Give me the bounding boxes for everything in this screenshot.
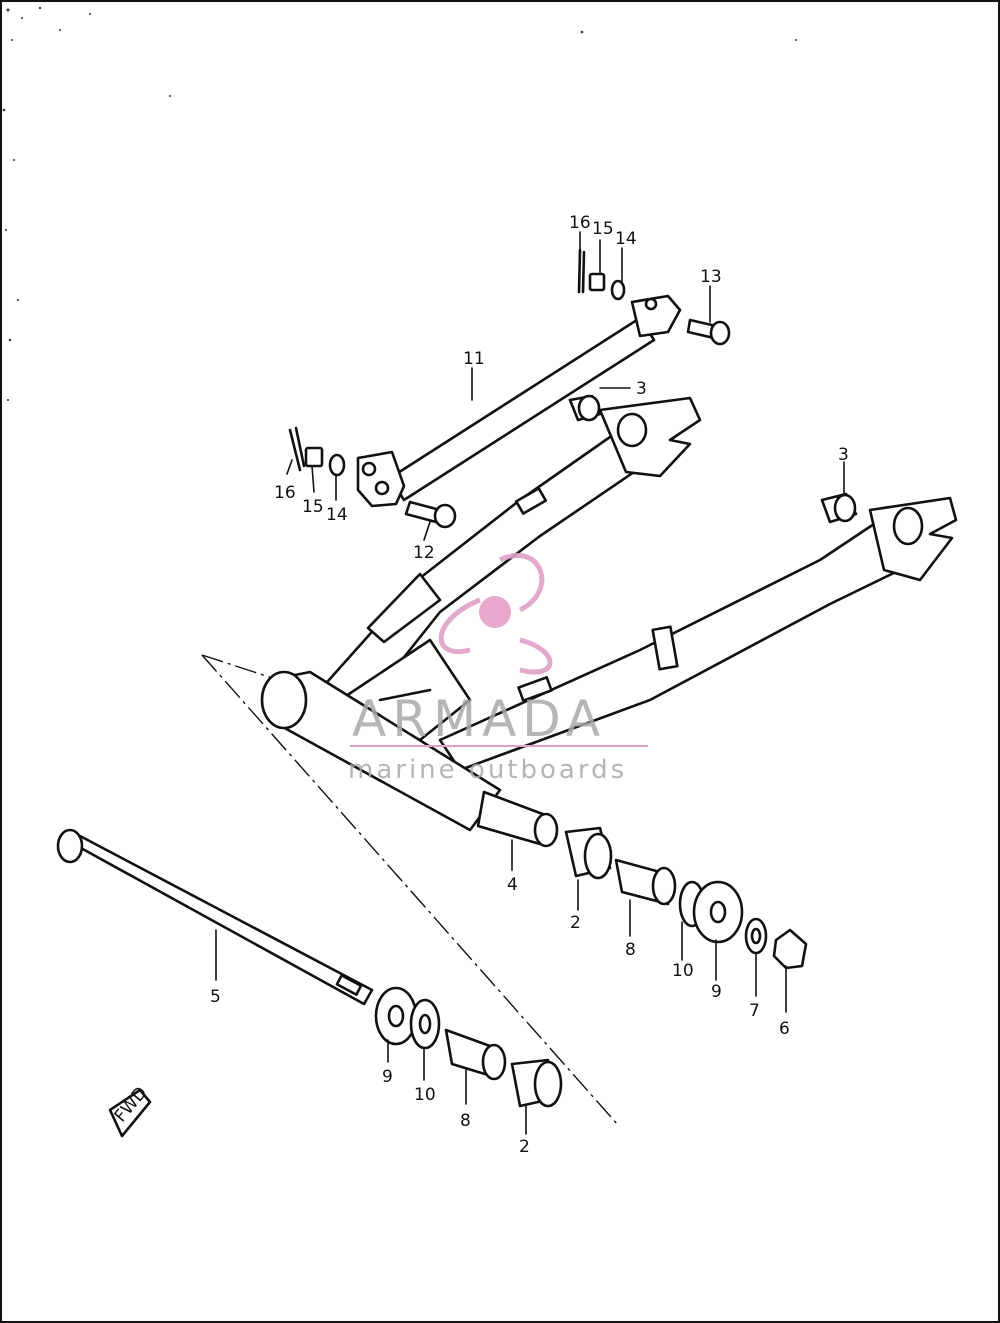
seal-9-left: [374, 986, 418, 1046]
spacer-8-right: [614, 858, 677, 906]
washer-7: [744, 917, 768, 955]
washer-10-left: [409, 998, 441, 1050]
fwd-stamp: FWD: [108, 1083, 151, 1138]
callout-10-left: 10: [414, 1085, 436, 1105]
callout-8-right: 8: [625, 940, 636, 960]
callout-16-upper: 16: [569, 213, 591, 233]
callout-14-upper: 14: [615, 229, 637, 249]
pivot-shaft: [56, 828, 374, 1006]
armada-logo-hub: [479, 596, 511, 628]
callout-14-lower: 14: [326, 505, 348, 525]
callout-2-left: 2: [519, 1137, 530, 1157]
bearing-2-right: [564, 826, 613, 880]
callout-11: 11: [463, 349, 485, 369]
torque-rod: [356, 294, 682, 508]
callout-15-upper: 15: [592, 219, 614, 239]
bolt-13: [686, 318, 731, 346]
callout-6: 6: [779, 1019, 790, 1039]
callout-16-lower: 16: [274, 483, 296, 503]
armada-logo-icon: [438, 552, 553, 675]
callout-13: 13: [700, 267, 722, 287]
swingarm: [260, 396, 958, 848]
watermark-tagline: marine outboards: [348, 755, 627, 785]
callout-9-left: 9: [382, 1067, 393, 1087]
callout-2-right: 2: [570, 913, 581, 933]
armada-watermark: ARMADA marine outboards: [348, 552, 648, 785]
nut-15-lower: [304, 446, 324, 468]
bolt-12: [404, 500, 457, 529]
callout-15-lower: 15: [302, 497, 324, 517]
watermark-brand: ARMADA: [352, 690, 606, 748]
cotter-pin-16-upper: [577, 248, 586, 294]
seal-9-right: [692, 880, 744, 944]
nut-15-upper: [588, 272, 606, 292]
callout-10-right: 10: [672, 961, 694, 981]
bushing-3-right: [820, 492, 858, 524]
washer-14-lower: [328, 453, 346, 477]
bushing-3-left: [568, 394, 602, 422]
leader-lines: [215, 231, 845, 1135]
callout-5: 5: [210, 987, 221, 1007]
callout-7: 7: [749, 1001, 760, 1021]
washer-14-upper: [610, 279, 626, 301]
callout-8-left: 8: [460, 1111, 471, 1131]
callout-4: 4: [507, 875, 518, 895]
spacer-8-left: [444, 1028, 507, 1081]
scan-noise: [2, 6, 797, 401]
callout-9-right: 9: [711, 982, 722, 1002]
callout-3-right: 3: [838, 445, 849, 465]
nut-6: [772, 928, 808, 970]
cotter-pin-16-lower: [288, 426, 306, 472]
callout-3-left: 3: [636, 379, 647, 399]
bearing-2-left: [510, 1058, 563, 1108]
callout-12: 12: [413, 543, 435, 563]
callout-labels: 16 15 14 13 11 3 3 16 15 14 12 4 2 8 10 …: [210, 213, 849, 1157]
